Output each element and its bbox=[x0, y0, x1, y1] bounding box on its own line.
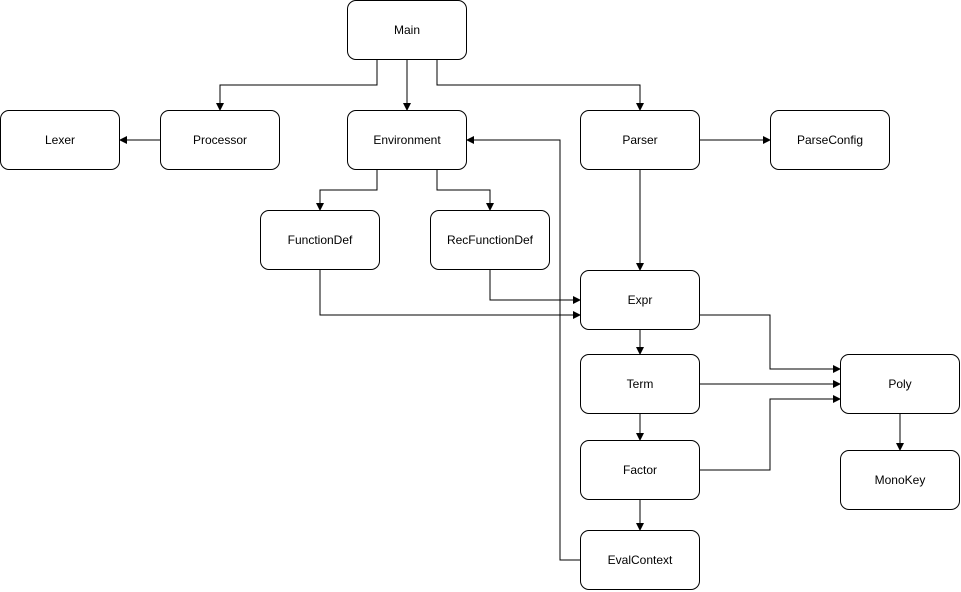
node-monokey[interactable]: MonoKey bbox=[840, 450, 960, 510]
edge-main-processor bbox=[216, 60, 378, 111]
node-evalcontext[interactable]: EvalContext bbox=[580, 530, 700, 590]
edge-functiondef-expr bbox=[319, 270, 581, 319]
edge-main-parser bbox=[436, 60, 644, 111]
node-recfunctiondef[interactable]: RecFunctionDef bbox=[430, 210, 550, 270]
edge-environment-functiondef bbox=[316, 170, 378, 211]
node-lexer[interactable]: Lexer bbox=[0, 110, 120, 170]
node-expr[interactable]: Expr bbox=[580, 270, 700, 330]
edge-evalcontext-environment bbox=[466, 136, 580, 561]
edge-expr-poly bbox=[700, 314, 841, 373]
edge-environment-recfunctiondef bbox=[436, 170, 494, 211]
node-parseconfig[interactable]: ParseConfig bbox=[770, 110, 890, 170]
node-parser[interactable]: Parser bbox=[580, 110, 700, 170]
node-main[interactable]: Main bbox=[347, 0, 467, 60]
node-environment[interactable]: Environment bbox=[347, 110, 467, 170]
node-term[interactable]: Term bbox=[580, 354, 700, 414]
node-functiondef[interactable]: FunctionDef bbox=[260, 210, 380, 270]
edge-recfunctiondef-expr bbox=[489, 270, 581, 304]
node-factor[interactable]: Factor bbox=[580, 440, 700, 500]
node-poly[interactable]: Poly bbox=[840, 354, 960, 414]
edge-factor-poly bbox=[700, 395, 841, 471]
node-processor[interactable]: Processor bbox=[160, 110, 280, 170]
